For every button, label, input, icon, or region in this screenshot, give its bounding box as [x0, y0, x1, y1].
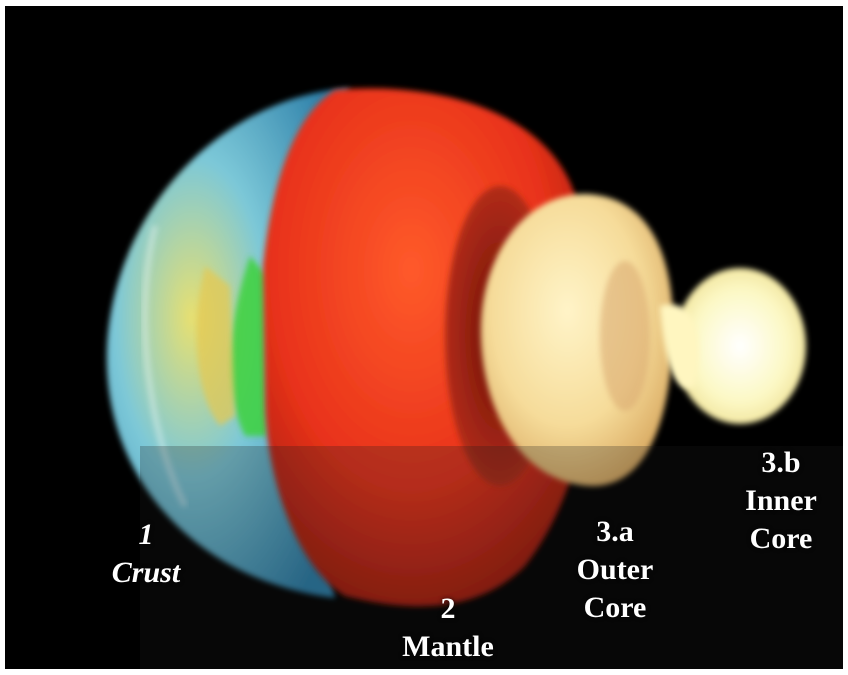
- crust-label: 1 Crust: [91, 516, 201, 592]
- outer-core-label: 3.a Outer Core: [555, 513, 675, 627]
- inner-core-name-line2: Core: [721, 520, 841, 558]
- inner-core-name-line1: Inner: [721, 482, 841, 520]
- inner-core-layer: [660, 268, 806, 424]
- crust-number: 1: [91, 516, 201, 554]
- outer-core-name-line1: Outer: [555, 551, 675, 589]
- mantle-number: 2: [383, 590, 513, 628]
- inner-core-number: 3.b: [721, 444, 841, 482]
- crust-name: Crust: [91, 554, 201, 592]
- outer-core-number: 3.a: [555, 513, 675, 551]
- mantle-label: 2 Mantle: [383, 590, 513, 666]
- inner-core-label: 3.b Inner Core: [721, 444, 841, 558]
- diagram-frame: 1 Crust 2 Mantle 3.a Outer Core 3.b Inne…: [5, 6, 843, 669]
- outer-core-name-line2: Core: [555, 589, 675, 627]
- mantle-name: Mantle: [383, 628, 513, 666]
